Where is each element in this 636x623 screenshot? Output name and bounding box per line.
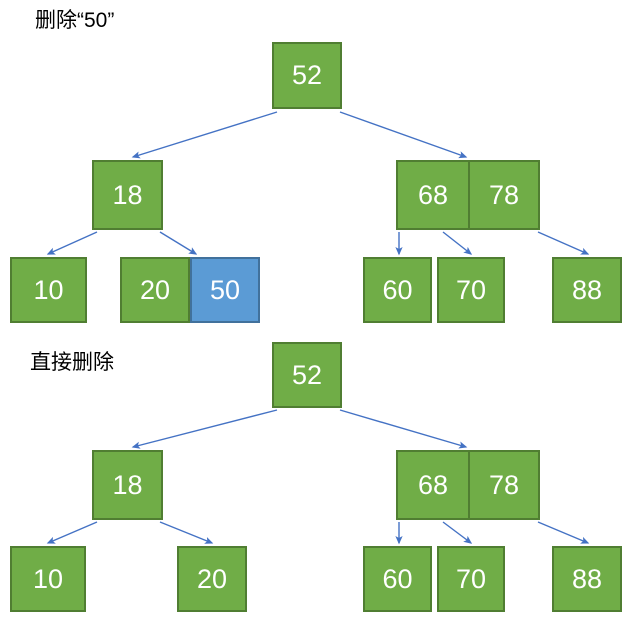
tree-node-key-60: 60	[382, 274, 413, 305]
caption-bottom: 直接删除	[30, 351, 114, 374]
tree-node-key-68: 68	[417, 179, 449, 210]
tree-node-50[interactable]: 50	[190, 257, 260, 323]
tree-edge-arrow	[537, 521, 590, 544]
tree-edge-arrow	[339, 409, 468, 449]
tree-node-key-18: 18	[112, 179, 143, 210]
tree-node-key-88: 88	[571, 274, 603, 305]
tree-node-10[interactable]: 10	[10, 546, 86, 612]
tree-node-20[interactable]: 20	[177, 546, 247, 612]
tree-node-20[interactable]: 20	[120, 257, 190, 323]
tree-edge-arrow	[159, 231, 198, 255]
tree-node-key-20: 20	[139, 274, 171, 305]
tree-node-88[interactable]: 88	[552, 257, 622, 323]
tree-edge-arrow	[442, 521, 473, 544]
tree-node-52[interactable]: 52	[272, 42, 342, 109]
tree-node-key-88: 88	[571, 563, 603, 594]
tree-node-key-78: 78	[468, 452, 538, 518]
tree-node-88[interactable]: 88	[552, 546, 622, 612]
tree-edge-arrow	[46, 521, 98, 544]
tree-node-68-78[interactable]: 68 78	[396, 160, 540, 230]
tree-node-key-78: 78	[468, 162, 538, 228]
tree-node-68-78[interactable]: 68 78	[396, 450, 540, 520]
tree-node-key-70: 70	[455, 563, 487, 594]
tree-edge-arrow	[339, 111, 468, 159]
tree-node-key-20: 20	[196, 563, 228, 594]
tree-edge-arrow	[159, 521, 214, 544]
tree-edge-arrow	[46, 231, 98, 255]
tree-node-key-10: 10	[33, 274, 64, 305]
tree-node-key-52: 52	[291, 60, 323, 90]
tree-edge-arrow	[131, 111, 278, 159]
tree-node-10[interactable]: 10	[10, 257, 87, 323]
tree-edge-arrow	[131, 409, 278, 449]
caption-top: 删除“50”	[35, 9, 115, 32]
tree-node-key-68: 68	[417, 469, 449, 500]
tree-node-key-18: 18	[112, 469, 143, 500]
tree-node-52[interactable]: 52	[272, 342, 342, 408]
tree-node-60[interactable]: 60	[363, 257, 432, 323]
tree-node-60[interactable]: 60	[363, 546, 432, 612]
tree-node-key-70: 70	[455, 274, 487, 305]
tree-node-18[interactable]: 18	[92, 450, 163, 520]
tree-node-70[interactable]: 70	[437, 257, 505, 323]
tree-node-key-10: 10	[32, 563, 64, 594]
tree-node-70[interactable]: 70	[437, 546, 505, 612]
tree-node-key-60: 60	[382, 563, 413, 594]
tree-edge-arrow	[537, 231, 590, 255]
tree-edge-arrow	[442, 231, 473, 255]
tree-node-key-50: 50	[209, 274, 241, 305]
tree-node-18[interactable]: 18	[92, 160, 163, 230]
tree-node-key-52: 52	[291, 359, 323, 390]
